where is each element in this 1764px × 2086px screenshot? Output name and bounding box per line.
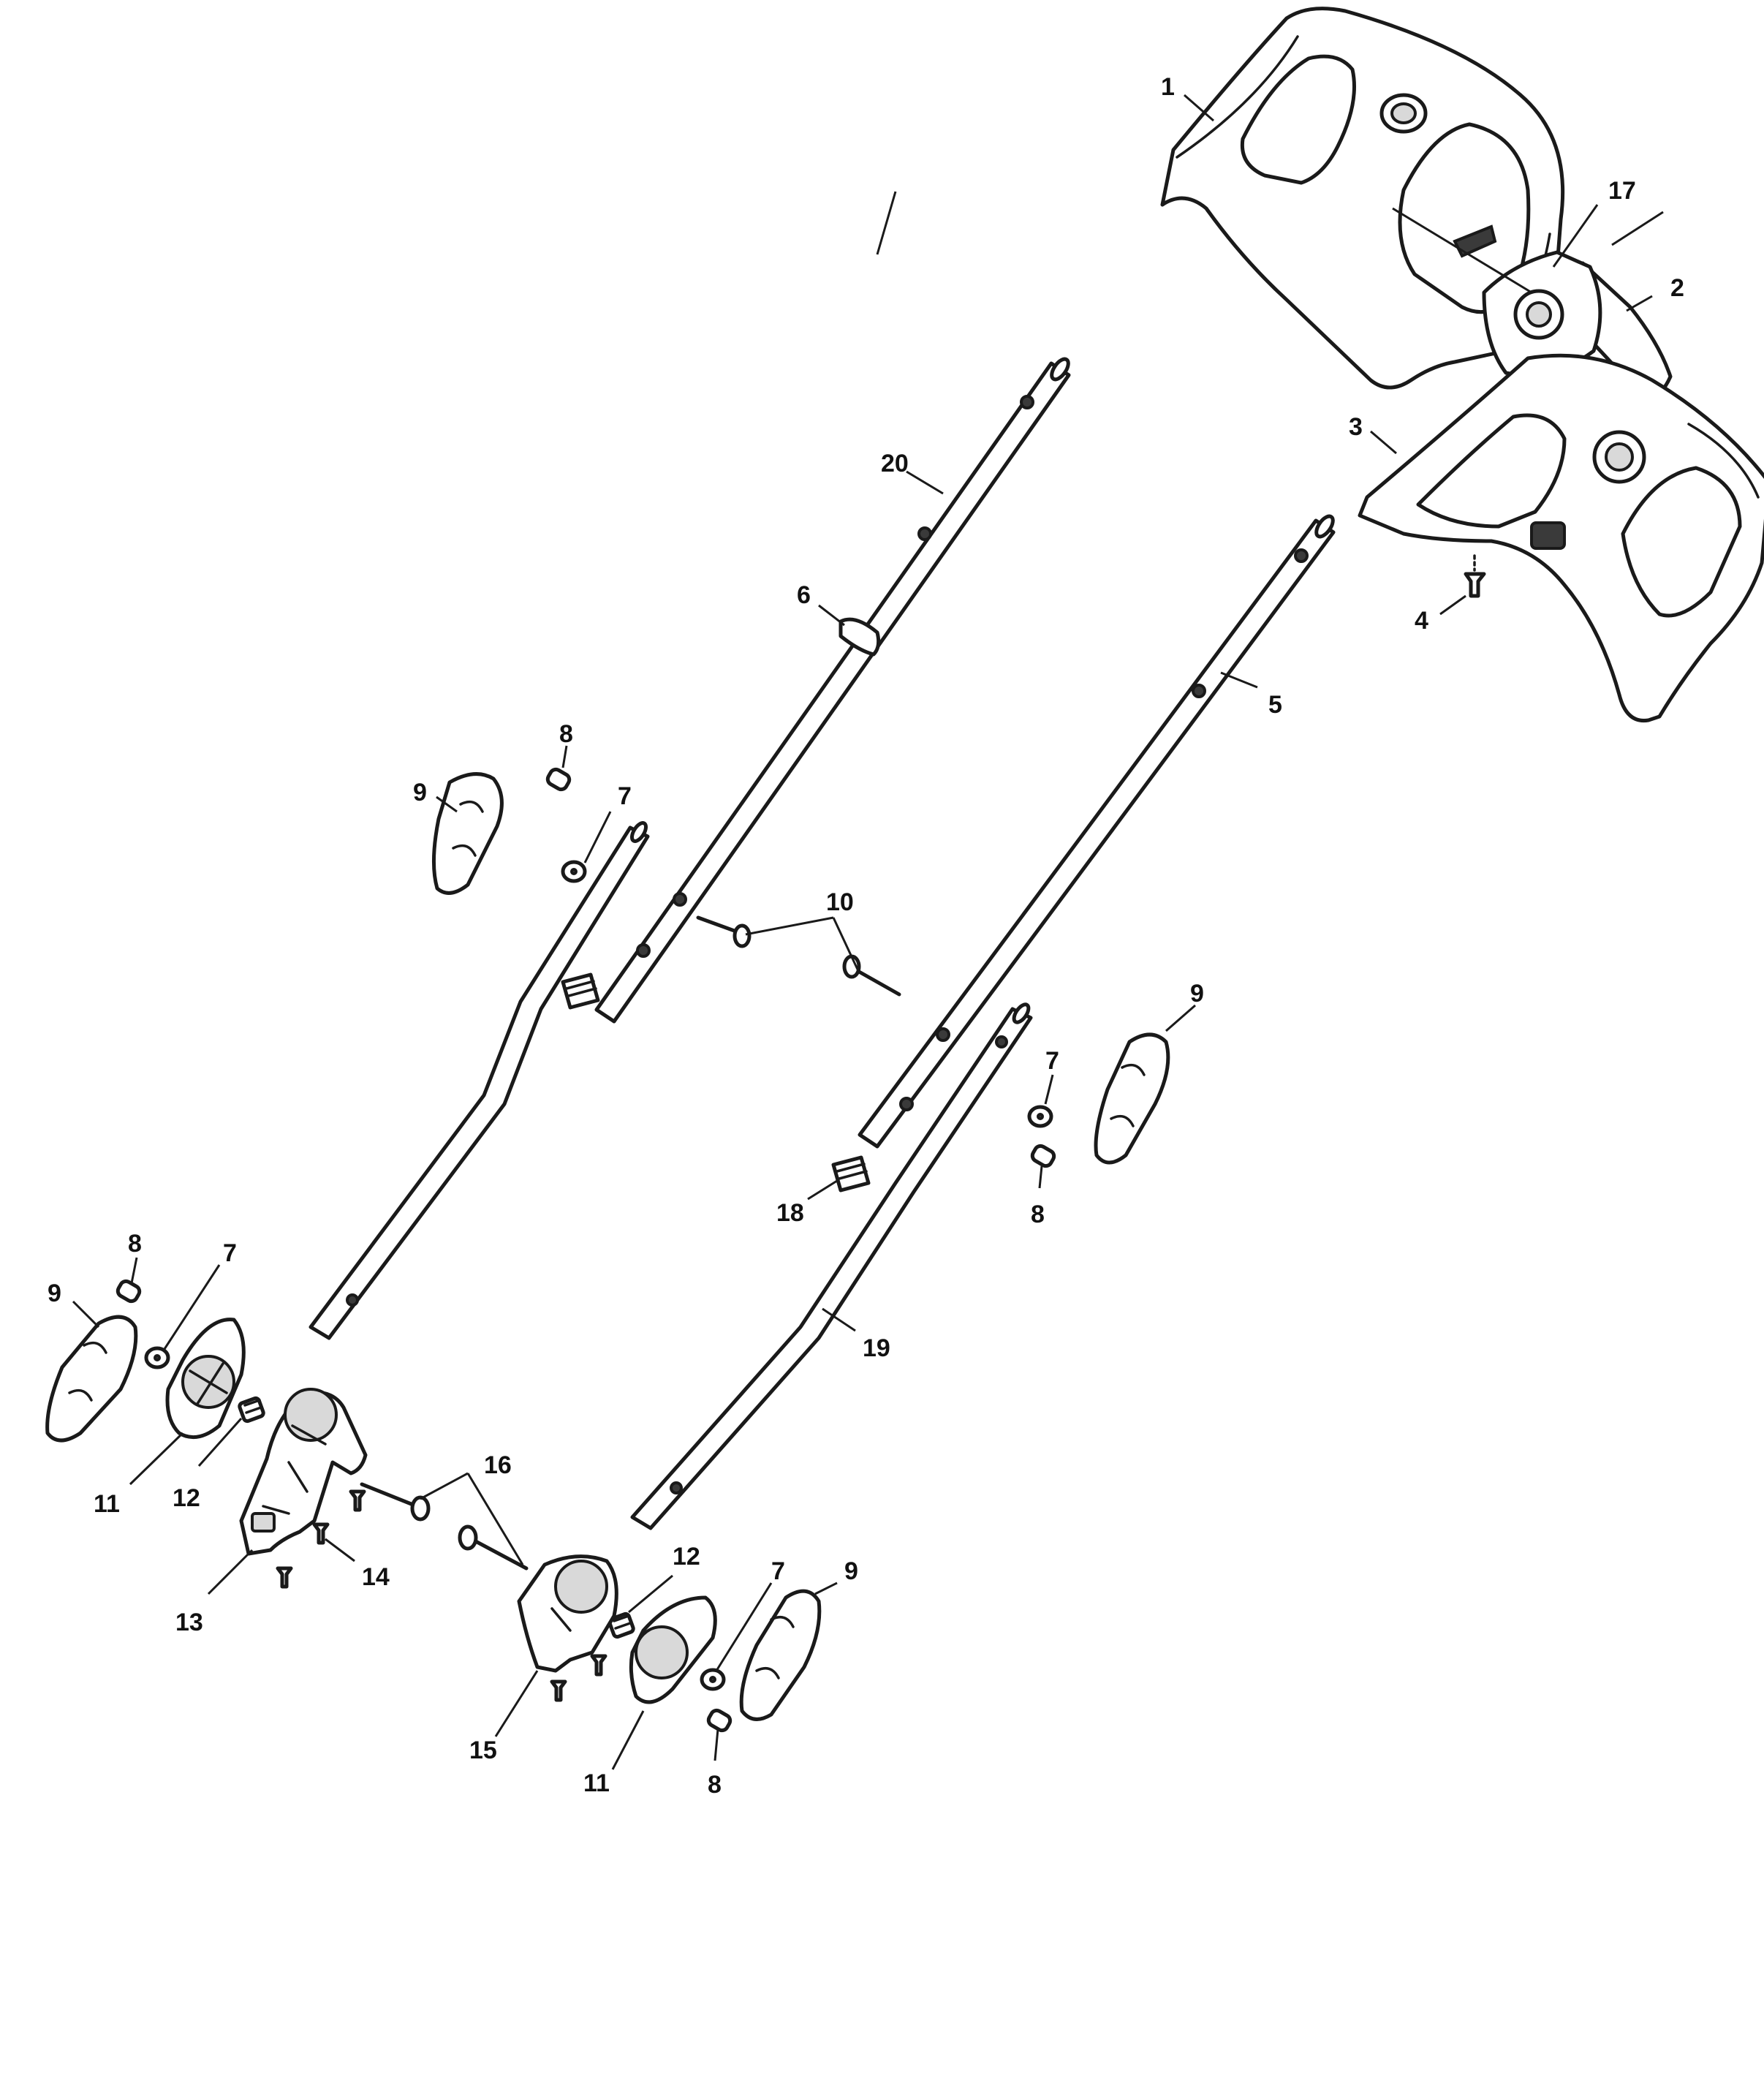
callout-6: 6 bbox=[797, 581, 811, 609]
callout-11-right: 11 bbox=[583, 1769, 610, 1797]
lower-tube-left bbox=[308, 821, 650, 1340]
part-14-screws bbox=[276, 1489, 607, 1702]
callout-9-lower-right: 9 bbox=[844, 1557, 858, 1585]
callout-5: 5 bbox=[1268, 691, 1282, 719]
callout-9-lower-left: 9 bbox=[48, 1280, 61, 1307]
callout-8-upper-left: 8 bbox=[559, 720, 573, 748]
callout-20: 20 bbox=[881, 450, 909, 477]
callout-9-right: 9 bbox=[1190, 980, 1204, 1008]
callout-4: 4 bbox=[1415, 607, 1428, 635]
callout-7-right: 7 bbox=[1045, 1047, 1059, 1075]
part-5-upper-tube-right bbox=[858, 514, 1336, 1149]
callout-8-lower-left: 8 bbox=[128, 1230, 142, 1258]
callout-3: 3 bbox=[1349, 413, 1363, 441]
callout-13: 13 bbox=[175, 1609, 203, 1636]
part-11-gear-cover-right bbox=[629, 1595, 717, 1704]
callout-2: 2 bbox=[1670, 274, 1684, 302]
leader-lines bbox=[72, 94, 1664, 1770]
part-18-spring bbox=[831, 1155, 871, 1193]
callout-7-lower-left: 7 bbox=[223, 1239, 237, 1267]
part-9-knob-upper-left bbox=[432, 772, 504, 895]
callout-16: 16 bbox=[484, 1451, 512, 1479]
callout-18: 18 bbox=[776, 1199, 804, 1227]
part-1-upper-handle bbox=[1160, 7, 1565, 390]
part-15-height-adjuster-right bbox=[517, 1554, 618, 1673]
part-11-gear-cover-left bbox=[165, 1318, 246, 1440]
callout-7-lower-right: 7 bbox=[771, 1557, 785, 1585]
callout-12-left: 12 bbox=[173, 1484, 200, 1512]
callout-8-lower-right: 8 bbox=[708, 1771, 722, 1799]
callout-17: 17 bbox=[1608, 177, 1636, 205]
part-9-knob-right bbox=[1094, 1032, 1170, 1165]
callout-11-left: 11 bbox=[94, 1490, 120, 1518]
part-7-washers bbox=[144, 860, 1053, 1691]
callout-labels: 1 17 2 3 4 20 6 5 8 7 9 10 9 7 8 18 19 8… bbox=[48, 73, 1684, 1799]
part-4-screw bbox=[1464, 554, 1486, 598]
part-9-knob-lower-left bbox=[45, 1315, 138, 1443]
part-20-upper-tube-left bbox=[594, 357, 1071, 1024]
part-6-tube-collar bbox=[839, 617, 881, 657]
callout-10: 10 bbox=[826, 888, 854, 916]
callout-19: 19 bbox=[863, 1334, 890, 1362]
part-13-height-adjuster-left bbox=[239, 1388, 368, 1556]
part-9-knob-lower-right bbox=[739, 1589, 822, 1721]
part-17-switch-box bbox=[1482, 250, 1602, 379]
callout-7-upper-left: 7 bbox=[618, 782, 632, 810]
part-8-nuts bbox=[116, 767, 1056, 1733]
part-10-bolts bbox=[696, 915, 901, 997]
spring-spacer-left bbox=[561, 972, 600, 1010]
callout-15: 15 bbox=[469, 1737, 497, 1764]
callout-8-right: 8 bbox=[1031, 1201, 1045, 1228]
part-16-axle-pins bbox=[360, 1482, 529, 1571]
part-12-springs bbox=[238, 1396, 635, 1639]
part-3-lower-handle-frame bbox=[1358, 353, 1764, 723]
part-19-lower-tube-right bbox=[630, 1002, 1033, 1530]
callout-12-right: 12 bbox=[673, 1543, 700, 1571]
callout-1: 1 bbox=[1161, 73, 1175, 101]
callout-9-upper-left: 9 bbox=[413, 779, 427, 806]
callout-14: 14 bbox=[362, 1563, 390, 1591]
